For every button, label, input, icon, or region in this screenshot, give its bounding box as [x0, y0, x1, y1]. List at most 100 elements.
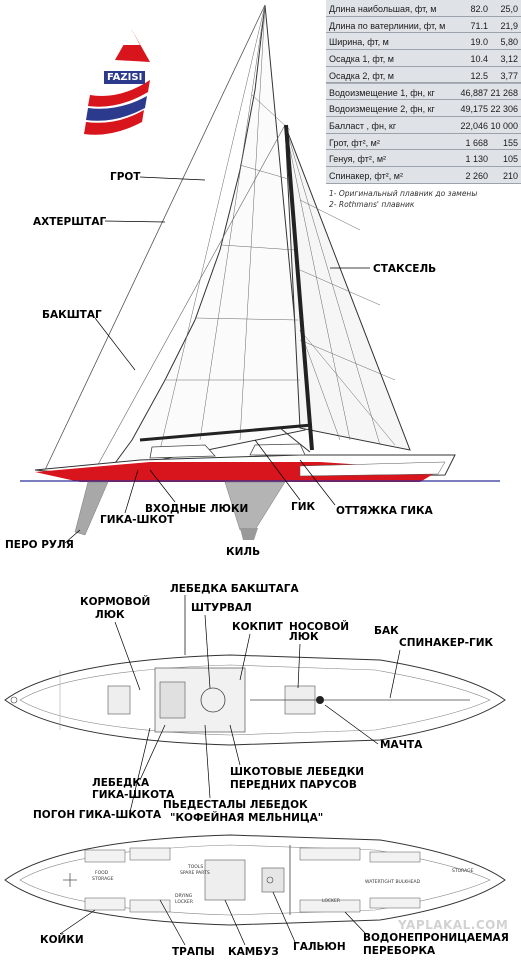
spec-value-imperial: 12.5 — [470, 70, 488, 81]
label-bakshtag: БАКШТАГ — [42, 309, 102, 321]
spec-value-imperial: 46,887 — [460, 87, 488, 98]
label-akhtershtag: АХТЕРШТАГ — [33, 216, 107, 228]
rudder — [74, 481, 109, 536]
interior-food-2: STORAGE — [92, 876, 114, 882]
interior-locker: LOCKER — [322, 898, 340, 904]
label-pero-rulya: ПЕРО РУЛЯ — [5, 539, 74, 551]
backstay — [44, 4, 266, 471]
logo-wordmark: FAZISI — [104, 71, 146, 84]
interior-bulkhead: WATERTIGHT BULKHEAD — [365, 879, 421, 885]
note-2: 2- Rothmans' плавник — [329, 200, 415, 209]
spec-value-metric: 5,80 — [500, 37, 518, 48]
running-backstay — [94, 124, 286, 471]
spec-name: Спинакер, фт², м² — [329, 171, 403, 181]
spec-value-metric: 21,9 — [500, 20, 518, 31]
wheel — [200, 687, 226, 713]
label-lebedka-bakshtaga: ЛЕБЕДКА БАКШТАГА — [170, 583, 299, 595]
berths — [84, 847, 421, 913]
interior-storage: STORAGE — [452, 868, 474, 874]
label-spinaker-gik: СПИНАКЕР-ГИК — [399, 637, 493, 649]
spec-value-imperial: 19.0 — [470, 37, 488, 48]
spec-name: Водоизмещение 1, фн, кг — [329, 87, 435, 98]
spec-notes: 1- Оригинальный плавник до замены 2- Rot… — [329, 188, 477, 210]
spec-value-metric: 3,77 — [500, 70, 518, 81]
label-kokpit: КОКПИТ — [232, 621, 284, 633]
spec-value-imperial: 1 130 — [465, 154, 488, 165]
spec-name: Ширина, фт, м — [329, 37, 389, 48]
side-elevation — [20, 4, 500, 540]
side-labels: ГРОТ АХТЕРШТАГ СТАКСЕЛЬ БАКШТАГ ВХОДНЫЕ … — [5, 171, 436, 558]
watermark: YAPLAKAL.COM — [398, 918, 509, 932]
label-kil: КИЛЬ — [226, 546, 260, 558]
spec-value-metric: 21 268 — [490, 87, 518, 98]
spec-value-imperial: 10.4 — [470, 54, 488, 65]
spec-value-imperial: 2 260 — [465, 171, 488, 181]
label-bak: БАК — [374, 625, 399, 637]
label-pedestaly-1: ПЬЕДЕСТАЛЫ ЛЕБЕДОК — [163, 799, 308, 811]
spec-name: Осадка 1, фт, м — [329, 54, 394, 65]
label-vkhodnye-lyuki: ВХОДНЫЕ ЛЮКИ — [145, 503, 248, 515]
spec-row: Осадка 2, фт, м 12.5 3,77 — [326, 66, 521, 84]
spec-value-metric: 3,12 — [500, 54, 518, 65]
label-lebedka-gika-shkota-1: ЛЕБЕДКА — [92, 777, 150, 789]
label-kormovoy-2: ЛЮК — [95, 609, 125, 621]
interior-plan: FOOD STORAGE TOOLS SPARE PARTS DRYING LO… — [4, 834, 506, 926]
label-trapy: ТРАПЫ — [172, 946, 215, 958]
label-shturval: ШТУРВАЛ — [191, 602, 252, 614]
spec-value-metric: 22 306 — [490, 104, 518, 115]
deck-plan — [4, 654, 506, 746]
spec-name: Длина наибольшая, фт, м — [329, 4, 437, 14]
spec-row: Осадка 1, фт, м 10.4 3,12 — [326, 50, 521, 67]
label-lebedka-gika-shkota-2: ГИКА-ШКОТА — [92, 789, 175, 801]
spec-row: Спинакер, фт², м² 2 260 210 — [326, 167, 521, 184]
label-machta: МАЧТА — [380, 739, 423, 751]
spec-value-metric: 210 — [502, 171, 518, 181]
cabin — [149, 444, 216, 459]
label-vodonepr-2: ПЕРЕБОРКА — [363, 945, 436, 957]
keel-bulb — [240, 528, 258, 540]
label-galyun: ГАЛЬЮН — [293, 941, 346, 953]
boom — [139, 423, 313, 442]
mast — [284, 124, 314, 451]
spec-name: Осадка 2, фт, м — [329, 70, 394, 81]
interior-spare-parts: SPARE PARTS — [180, 870, 210, 876]
label-pogon: ПОГОН ГИКА-ШКОТА — [33, 809, 162, 821]
label-ottyazhka-gika: ОТТЯЖКА ГИКА — [336, 505, 434, 517]
spec-name: Длина по ватерлинии, фт, м — [329, 20, 446, 31]
deck-labels: ЛЕБЕДКА БАКШТАГА КОРМОВОЙ ЛЮК ШТУРВАЛ КО… — [33, 583, 493, 824]
spec-row: Ширина, фт, м 19.0 5,80 — [326, 33, 521, 51]
mast-step — [316, 696, 324, 704]
boom-vang — [279, 427, 311, 453]
spec-name: Грот, фт², м² — [329, 137, 380, 148]
spec-name: Балласт , фн, кг — [329, 120, 397, 131]
label-pedestaly-2: "КОФЕЙНАЯ МЕЛЬНИЦА" — [170, 811, 323, 824]
interior-tools: TOOLS — [187, 864, 203, 870]
spec-value-imperial: 49,175 — [460, 104, 488, 115]
label-kormovoy-1: КОРМОВОЙ — [80, 595, 150, 608]
helm — [159, 681, 186, 719]
spec-value-metric: 155 — [502, 137, 518, 148]
staysail — [284, 124, 411, 451]
label-vodonepr-1: ВОДОНЕПРОНИЦАЕМАЯ — [363, 932, 509, 944]
label-nosovoy-1: НОСОВОЙ — [289, 620, 349, 633]
interior-food-1: FOOD — [95, 870, 109, 876]
spec-name: Генуя, фт², м² — [329, 154, 387, 165]
label-koyki: КОЙКИ — [40, 933, 84, 946]
cabin-2 — [249, 443, 306, 456]
galley — [204, 859, 246, 901]
deck-inner — [19, 664, 491, 736]
spec-name: Водоизмещение 2, фн, кг — [329, 104, 435, 115]
spec-value-metric: 25,0 — [500, 4, 518, 14]
interior-drying-2: LOCKER — [175, 899, 193, 905]
label-gik: ГИК — [291, 501, 315, 513]
interior-labels: КОЙКИ ТРАПЫ КАМБУЗ ГАЛЬЮН ВОДОНЕПРОНИЦАЕ… — [40, 891, 509, 958]
hull-stripe-white — [299, 461, 446, 477]
